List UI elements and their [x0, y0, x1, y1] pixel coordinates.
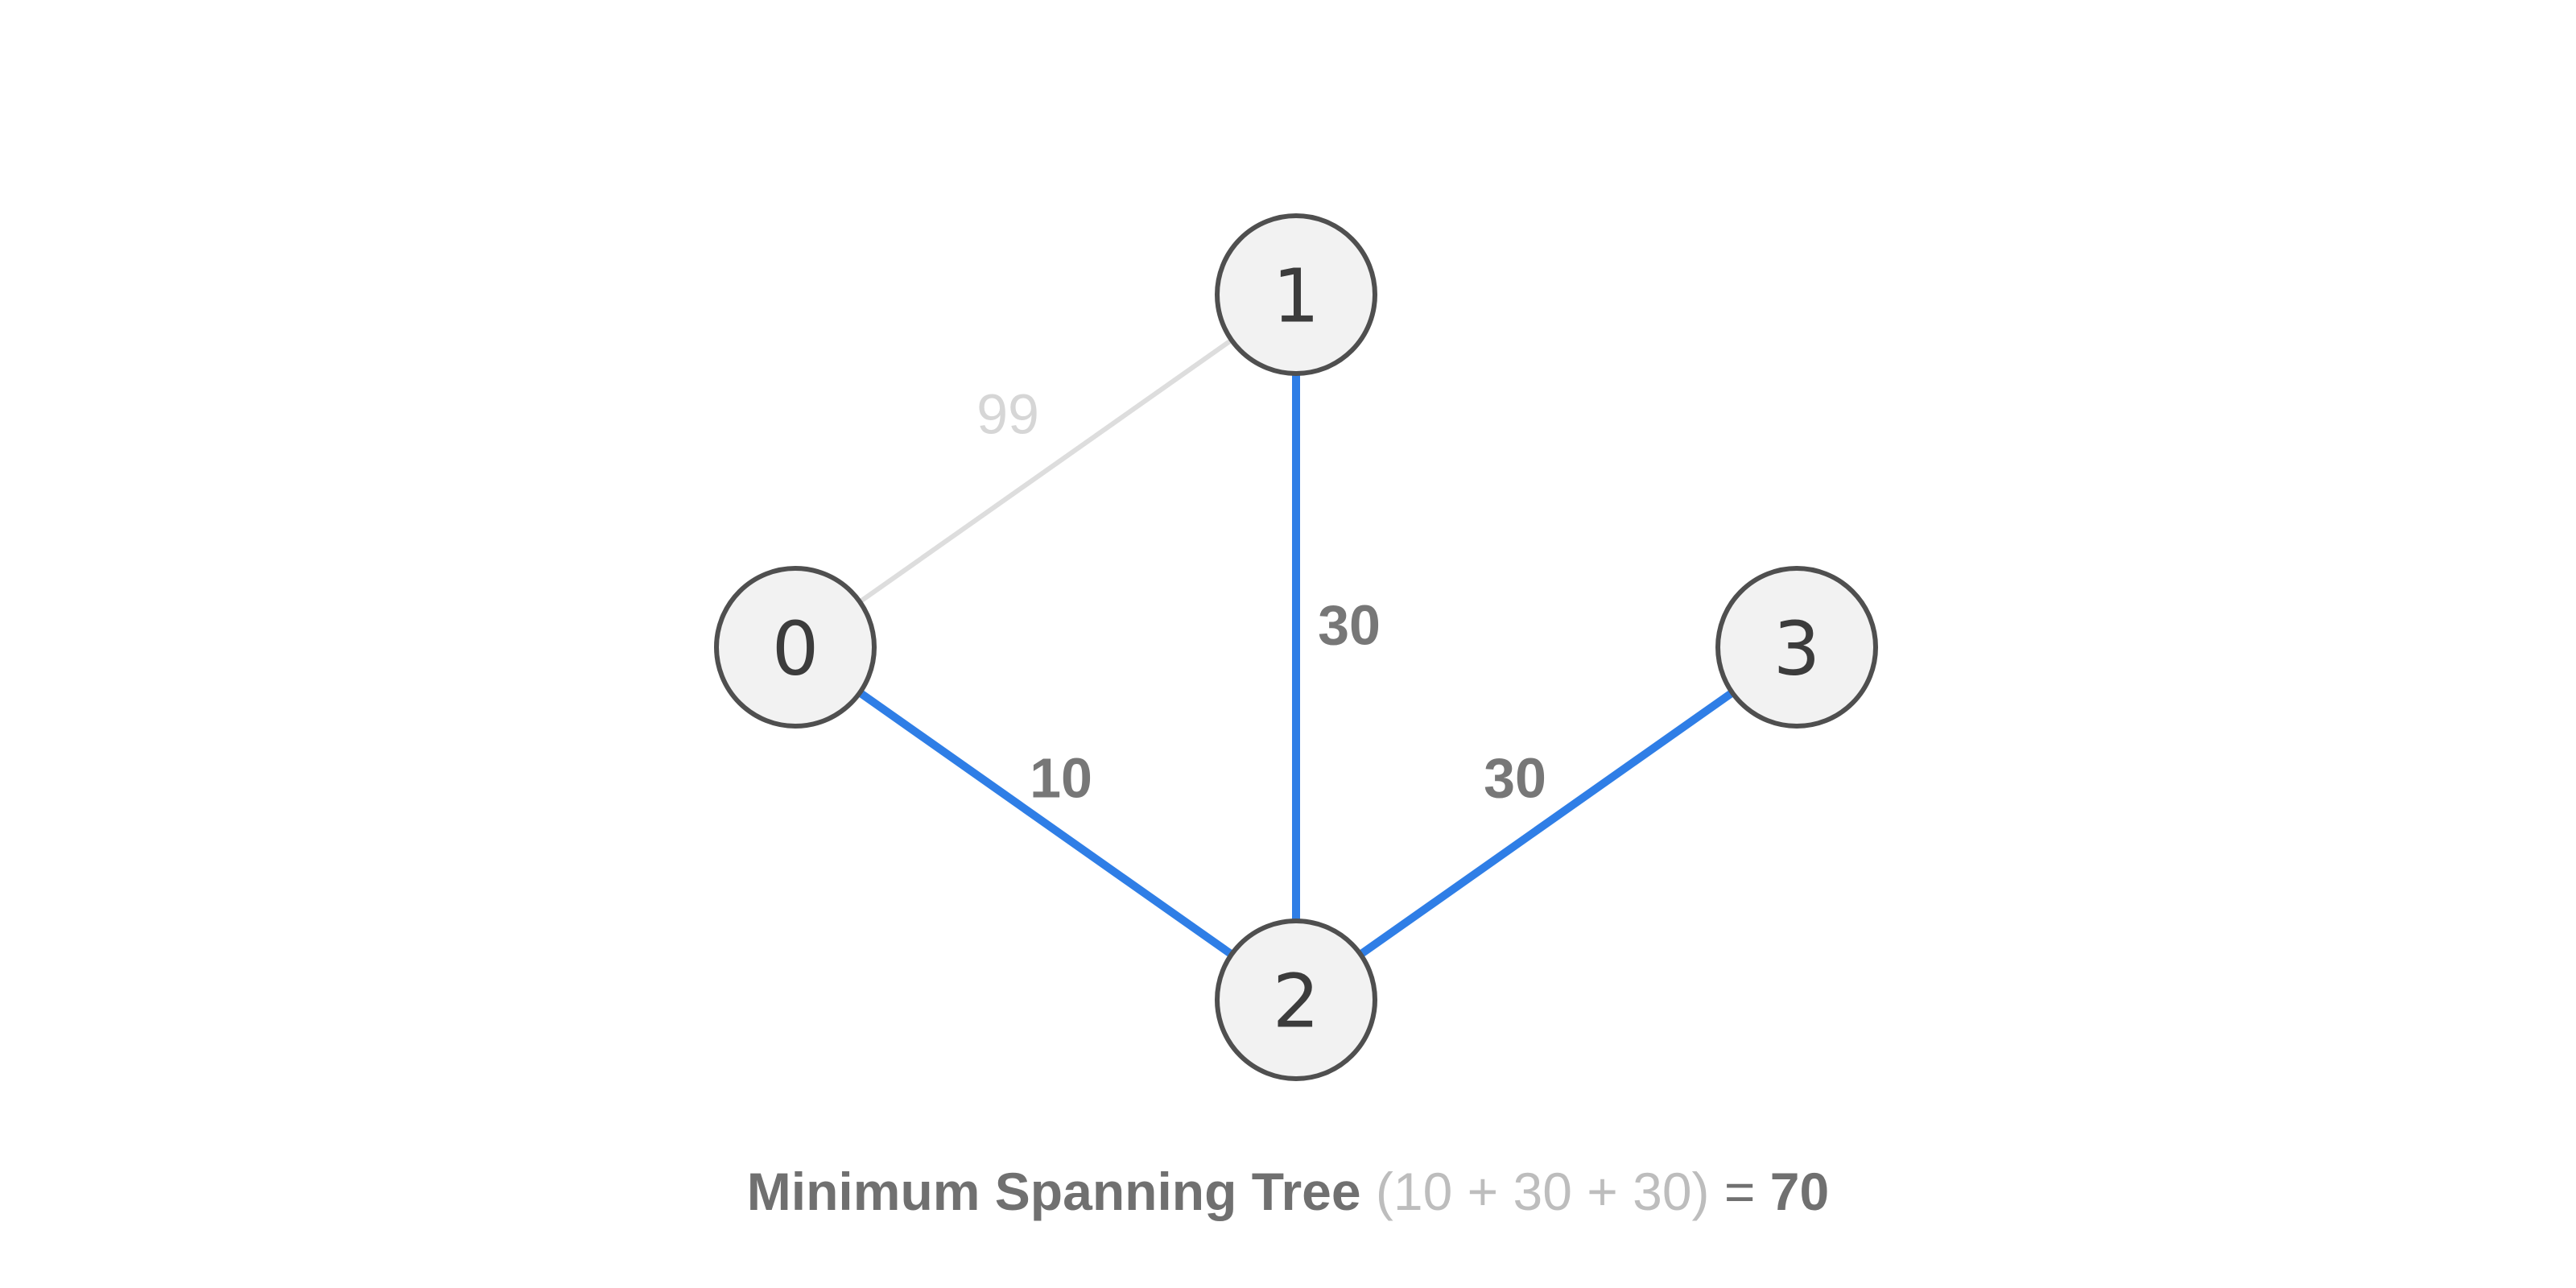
edge-0-1	[858, 337, 1233, 605]
node-0: 0	[714, 566, 877, 729]
edge-0-2	[857, 689, 1234, 958]
node-1: 1	[1215, 213, 1377, 376]
edges-layer	[857, 337, 1735, 958]
caption-sum: (10 + 30 + 30)	[1375, 1162, 1710, 1221]
node-circle-2	[1215, 919, 1377, 1081]
edge-2-3	[1358, 689, 1735, 958]
edge-weight-0-1: 99	[976, 382, 1039, 445]
caption-total: 70	[1769, 1162, 1830, 1221]
node-label-0: 0	[772, 606, 819, 692]
node-circle-1	[1215, 213, 1377, 376]
mst-caption: Minimum Spanning Tree (10 + 30 + 30) = 7…	[0, 1159, 2576, 1224]
node-2: 2	[1215, 919, 1377, 1081]
node-circle-0	[714, 566, 877, 729]
nodes-layer: 0 1 2 3	[714, 213, 1878, 1081]
edge-weight-2-3: 30	[1484, 746, 1546, 809]
node-circle-3	[1715, 566, 1878, 729]
edge-weight-1-2: 30	[1318, 593, 1381, 656]
caption-title: Minimum Spanning Tree	[746, 1162, 1361, 1221]
node-label-2: 2	[1273, 959, 1320, 1045]
node-label-3: 3	[1773, 606, 1821, 692]
node-3: 3	[1715, 566, 1878, 729]
caption-equals: =	[1724, 1162, 1756, 1221]
edge-weight-0-2: 10	[1030, 746, 1092, 809]
edge-labels-layer: 99 30 10 30	[976, 382, 1546, 809]
node-label-1: 1	[1273, 254, 1320, 340]
